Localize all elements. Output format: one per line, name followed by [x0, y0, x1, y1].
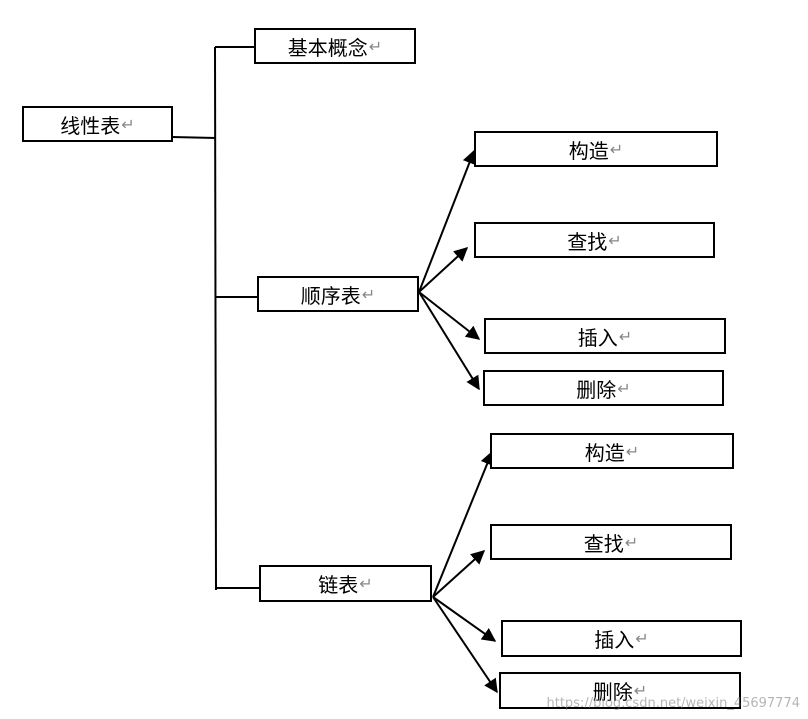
node-root-label: 线性表	[60, 113, 121, 138]
paragraph-mark-icon: ↵	[361, 284, 376, 304]
node-seq-delete-label: 删除	[576, 377, 617, 402]
node-linked-label: 链表	[318, 573, 359, 597]
node-link-construct-label: 构造	[584, 440, 625, 465]
arrow-link-construct	[432, 450, 494, 598]
arrow-link-insert	[432, 596, 497, 642]
paragraph-mark-icon: ↵	[359, 574, 373, 593]
node-link-search: 查找↵	[490, 524, 732, 560]
node-seq-delete: 删除↵	[483, 370, 724, 406]
node-seq-construct-label: 构造	[568, 138, 609, 163]
node-concept-label: 基本概念	[287, 35, 368, 60]
node-seq-search-label: 查找	[567, 229, 608, 254]
arrow-seq-insert	[418, 291, 481, 340]
trunk-line	[214, 46, 217, 591]
node-seq-search: 查找↵	[474, 222, 715, 258]
node-linked: 链表↵	[259, 565, 432, 602]
paragraph-mark-icon: ↵	[624, 532, 639, 552]
arrow-seq-search	[418, 247, 469, 293]
node-link-insert: 插入↵	[501, 620, 742, 657]
paragraph-mark-icon: ↵	[121, 114, 135, 134]
arrow-link-delete	[432, 596, 498, 694]
root-connector	[171, 136, 217, 139]
node-concept: 基本概念↵	[254, 28, 416, 64]
paragraph-mark-icon: ↵	[635, 629, 649, 648]
paragraph-mark-icon: ↵	[617, 378, 631, 398]
watermark-url: https://blog.csdn.net/weixin_45697774	[546, 696, 800, 711]
node-sequential: 顺序表↵	[257, 276, 419, 312]
node-link-insert-label: 插入	[594, 628, 635, 652]
paragraph-mark-icon: ↵	[618, 326, 633, 346]
node-seq-insert-label: 插入	[577, 325, 618, 350]
arrow-link-search	[432, 550, 486, 598]
paragraph-mark-icon: ↵	[633, 681, 648, 700]
node-link-construct: 构造↵	[490, 433, 734, 469]
node-link-delete-label: 删除	[592, 680, 633, 704]
node-root: 线性表↵	[22, 106, 173, 142]
node-seq-construct: 构造↵	[474, 131, 718, 167]
paragraph-mark-icon: ↵	[625, 441, 640, 461]
node-link-delete: 删除↵	[499, 672, 741, 709]
paragraph-mark-icon: ↵	[608, 230, 622, 250]
node-sequential-label: 顺序表	[300, 283, 361, 308]
node-seq-insert: 插入↵	[484, 318, 726, 354]
paragraph-mark-icon: ↵	[368, 36, 383, 56]
arrow-seq-construct	[418, 149, 476, 293]
paragraph-mark-icon: ↵	[609, 139, 624, 159]
arrow-seq-delete	[418, 291, 480, 391]
node-link-search-label: 查找	[583, 531, 624, 556]
